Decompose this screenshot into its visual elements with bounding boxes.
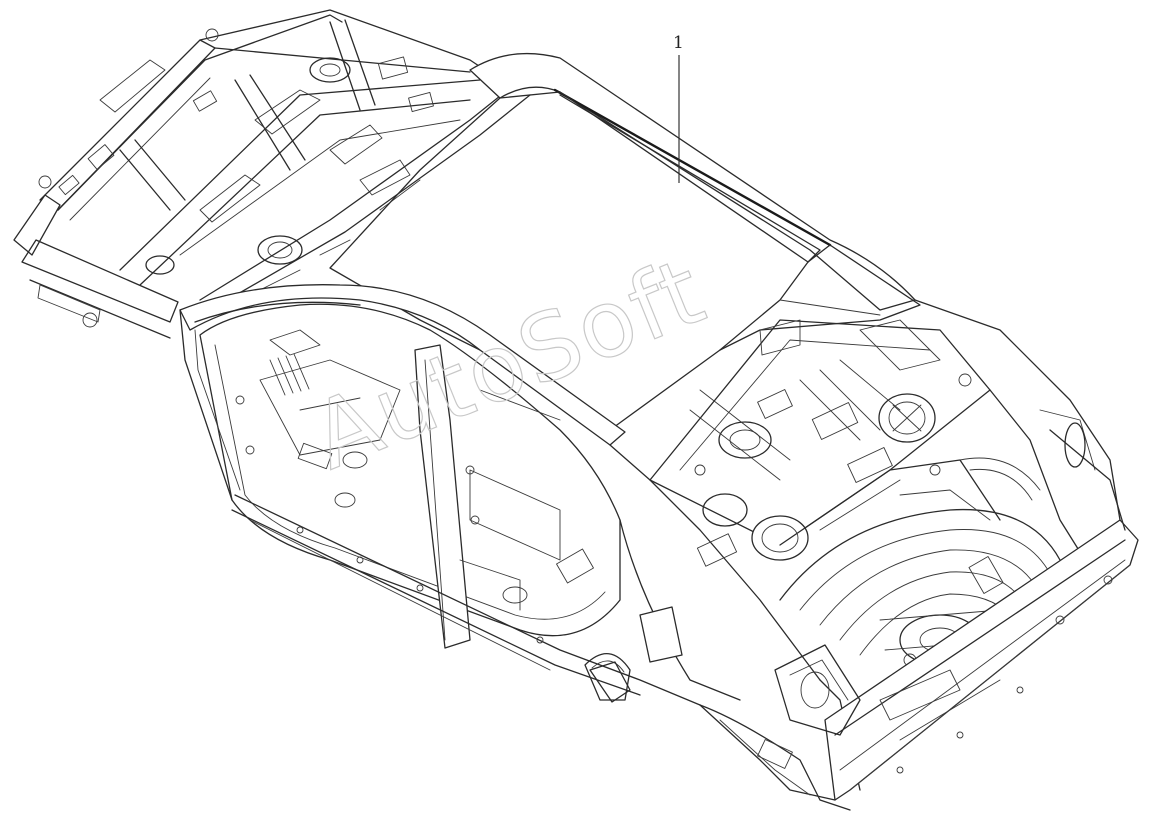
rear-quarter <box>584 444 861 811</box>
callout-number: 1 <box>673 33 684 53</box>
side-frame <box>179 284 701 706</box>
callout-1: 1 <box>673 33 684 183</box>
watermark-text: AutoSoft <box>298 237 719 490</box>
front-frame <box>13 9 531 339</box>
trunk-floor <box>589 299 1139 801</box>
